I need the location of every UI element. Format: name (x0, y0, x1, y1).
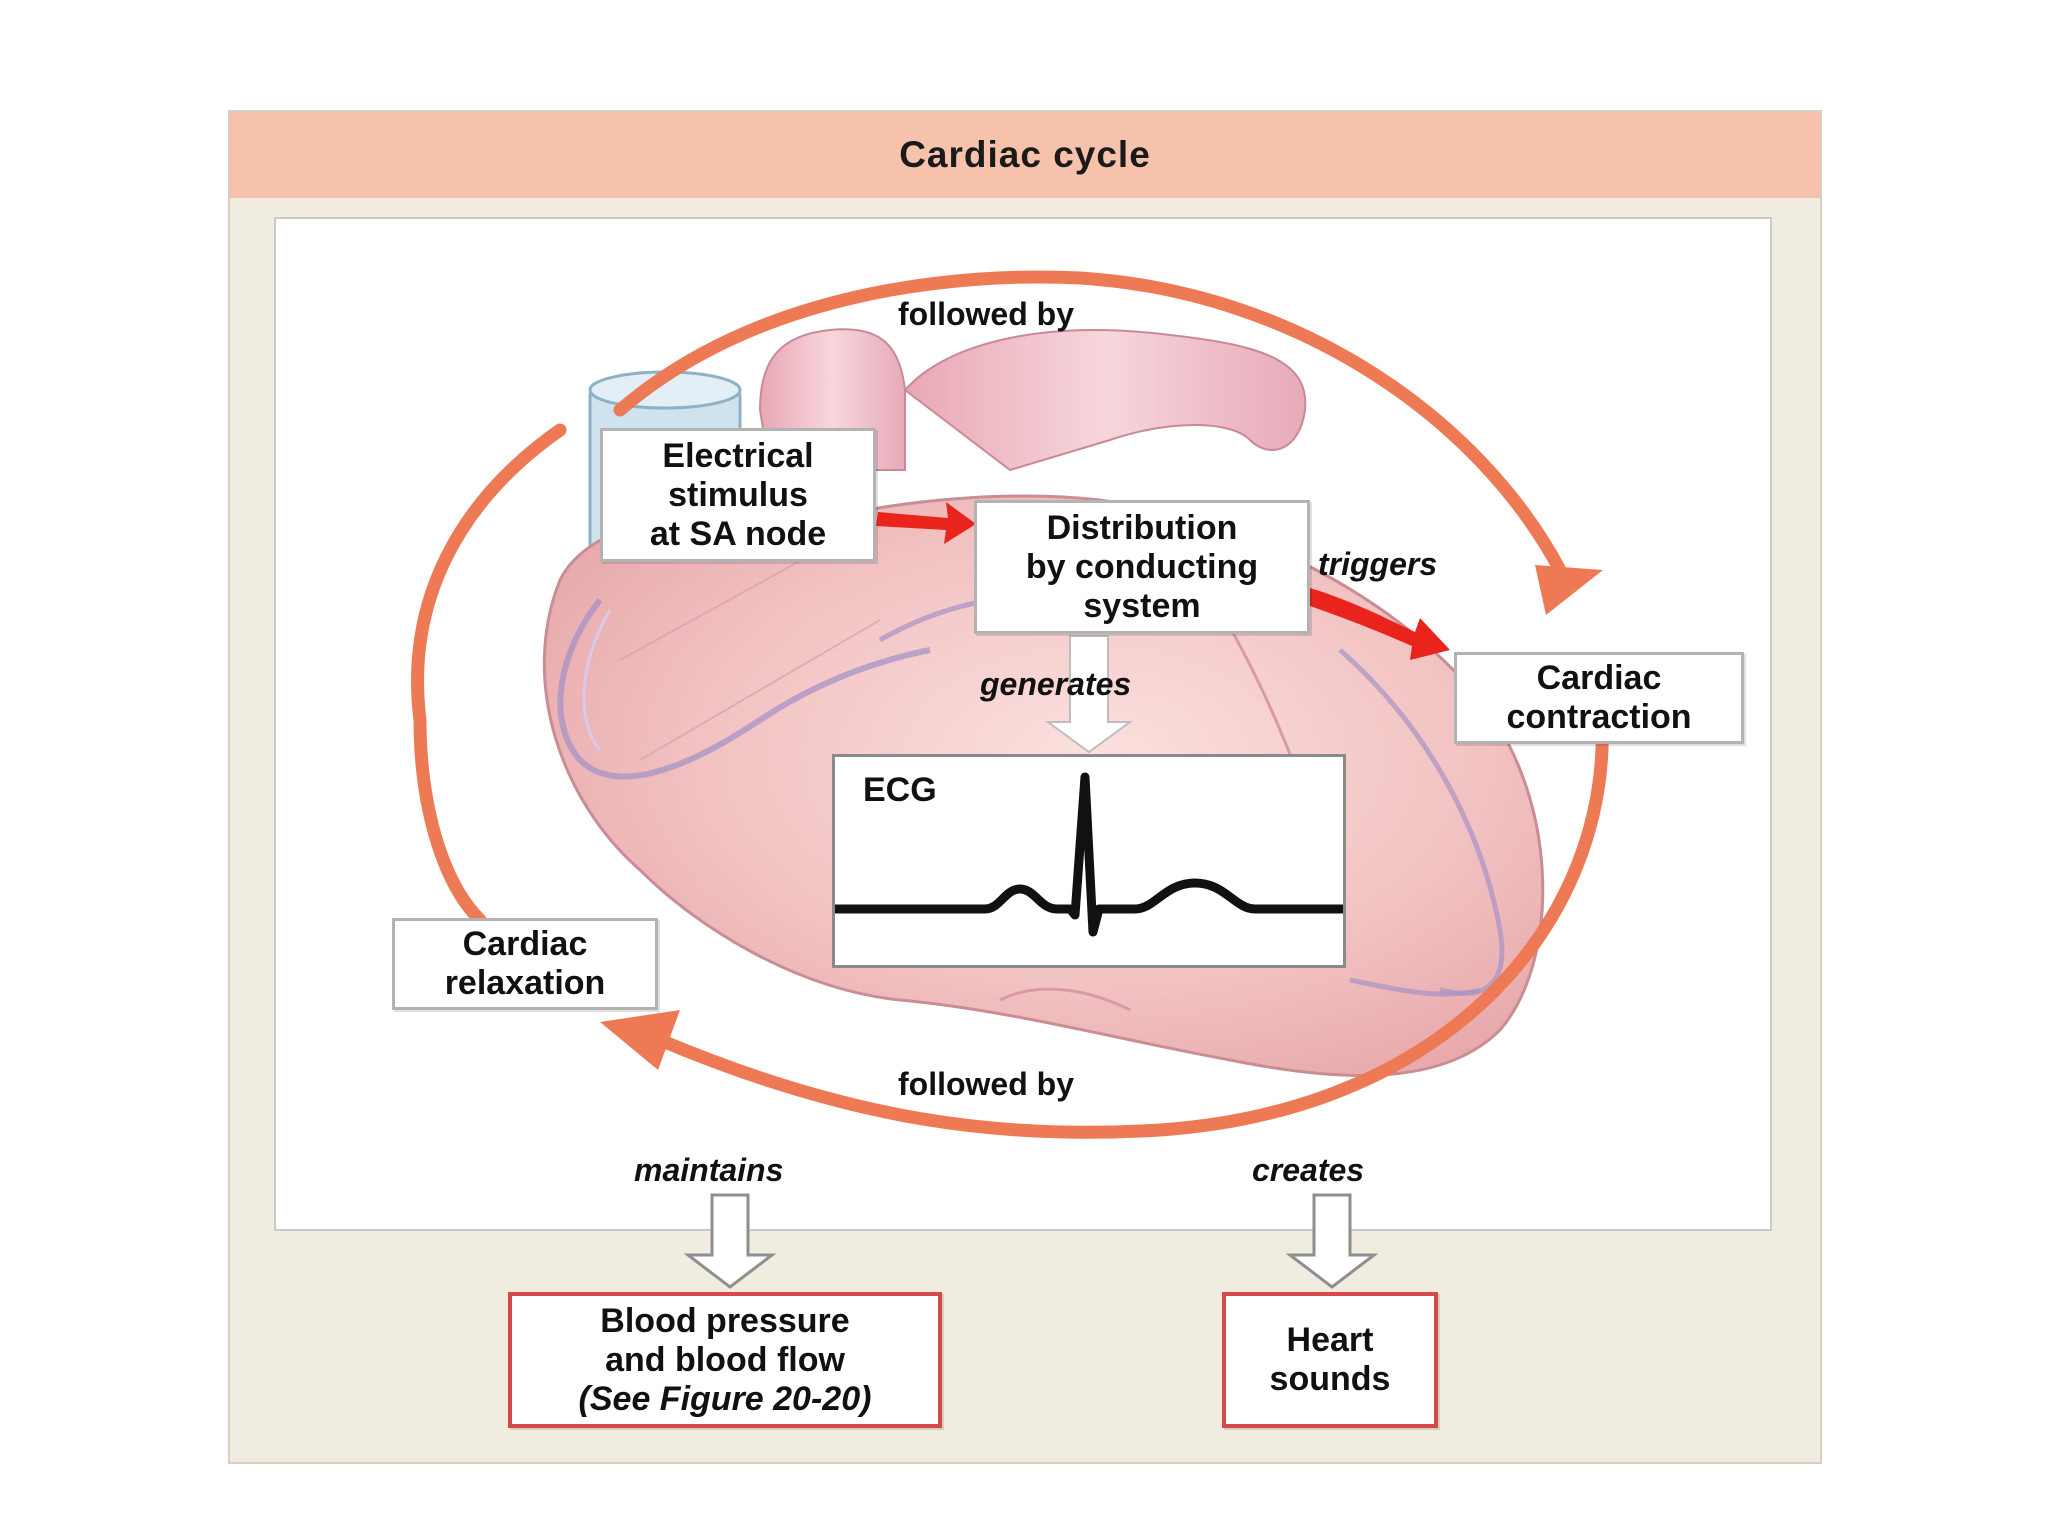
followed-by-bottom-label: followed by (898, 1066, 1074, 1102)
cardiac-relaxation-box: Cardiac relaxation (392, 918, 658, 1010)
red-arrow-triggers (1310, 588, 1450, 660)
cycle-arrowhead-left (600, 1010, 680, 1070)
creates-label: creates (1252, 1152, 1365, 1188)
triggers-label: triggers (1318, 546, 1438, 582)
generates-arrow (1044, 635, 1134, 754)
cardiac-contraction-box: Cardiac contraction (1454, 652, 1744, 744)
diagram-title: Cardiac cycle (230, 112, 1820, 198)
ecg-trace (835, 772, 1343, 937)
cycle-arrow-ring (411, 270, 1609, 1139)
generates-label: generates (980, 666, 1132, 702)
heart-sounds-box: Heart sounds (1222, 1292, 1438, 1428)
creates-arrow (1285, 1193, 1379, 1289)
red-arrow-stimulus-to-distribution (876, 502, 976, 544)
distribution-box: Distribution by conducting system (974, 500, 1310, 634)
cycle-arrowhead-right (1535, 565, 1603, 615)
maintains-arrow (683, 1193, 777, 1289)
maintains-label: maintains (634, 1152, 784, 1188)
followed-by-top-label: followed by (898, 296, 1074, 332)
blood-pressure-box: Blood pressure and blood flow (See Figur… (508, 1292, 942, 1428)
ecg-label: ECG (863, 771, 937, 809)
ecg-panel: ECG (832, 754, 1346, 968)
electrical-stimulus-box: Electrical stimulus at SA node (600, 428, 876, 562)
